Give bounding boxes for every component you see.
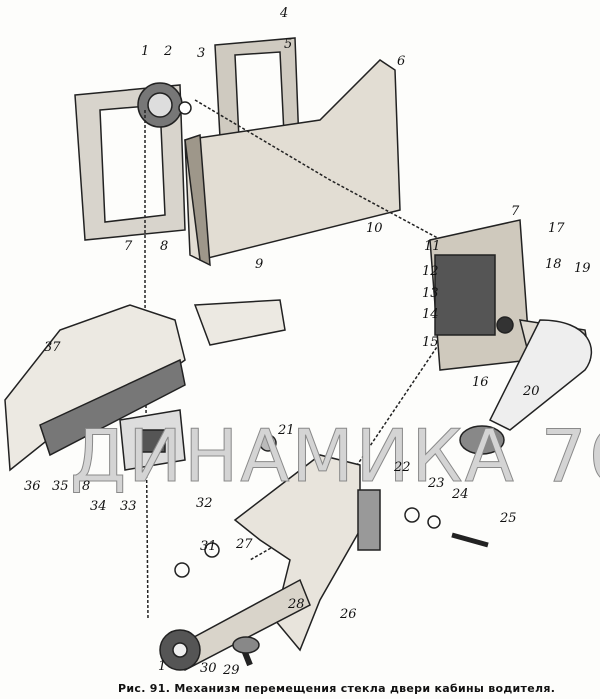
part-label: 10 (366, 221, 383, 236)
part-label: 5 (284, 37, 293, 52)
glass-clamp-33 (119, 409, 186, 471)
part-label: 3 (197, 46, 206, 61)
part-label: 17 (548, 221, 565, 236)
part-label: 34 (90, 499, 107, 514)
part-label: 26 (340, 607, 357, 622)
part-label: 31 (200, 539, 217, 554)
part-label: 37 (44, 340, 61, 355)
part-label: 27 (236, 537, 253, 552)
small-parts (174, 434, 489, 667)
part-label: 4 (280, 6, 289, 21)
part-label: 19 (574, 261, 591, 276)
part-label: 36 (24, 479, 41, 494)
part-label: 15 (422, 335, 439, 350)
part-label: 32 (196, 496, 213, 511)
bracket-plate-6 (184, 59, 401, 267)
spring-22 (357, 489, 381, 551)
part-label: 9 (255, 257, 264, 272)
part-label: 21 (278, 423, 295, 438)
part-label: 16 (472, 375, 489, 390)
part-label: 1 (141, 44, 150, 59)
part-label: 20 (523, 384, 540, 399)
part-label: 35 (52, 479, 69, 494)
part-label: 23 (428, 476, 445, 491)
part-label: 7 (124, 239, 133, 254)
part-label: 29 (223, 663, 240, 678)
figure-caption: Рис. 91. Механизм перемещения стекла две… (118, 682, 556, 695)
part-label: 8 (160, 239, 169, 254)
part-label: 1 (158, 659, 167, 674)
part-label: 28 (288, 597, 305, 612)
part-label: 18 (545, 257, 562, 272)
part-label: 13 (422, 286, 439, 301)
part-label: 2 (164, 44, 173, 59)
part-label: 30 (200, 661, 217, 676)
part-label: 24 (452, 487, 469, 502)
watermark: ДИНАМИКА 76 (69, 414, 600, 498)
part-label: 8 (82, 479, 91, 494)
part-label: 25 (500, 511, 517, 526)
part-label: 22 (394, 460, 411, 475)
lever-assembly (159, 454, 361, 671)
door-glass-37 (4, 299, 286, 472)
part-label: 33 (120, 499, 137, 514)
part-label: 11 (424, 239, 441, 254)
part-label: 6 (397, 54, 406, 69)
pulley-1 (137, 82, 192, 128)
crank-handle-20 (459, 319, 593, 455)
part-label: 7 (511, 204, 520, 219)
part-label: 12 (422, 264, 439, 279)
part-label: 14 (422, 307, 439, 322)
